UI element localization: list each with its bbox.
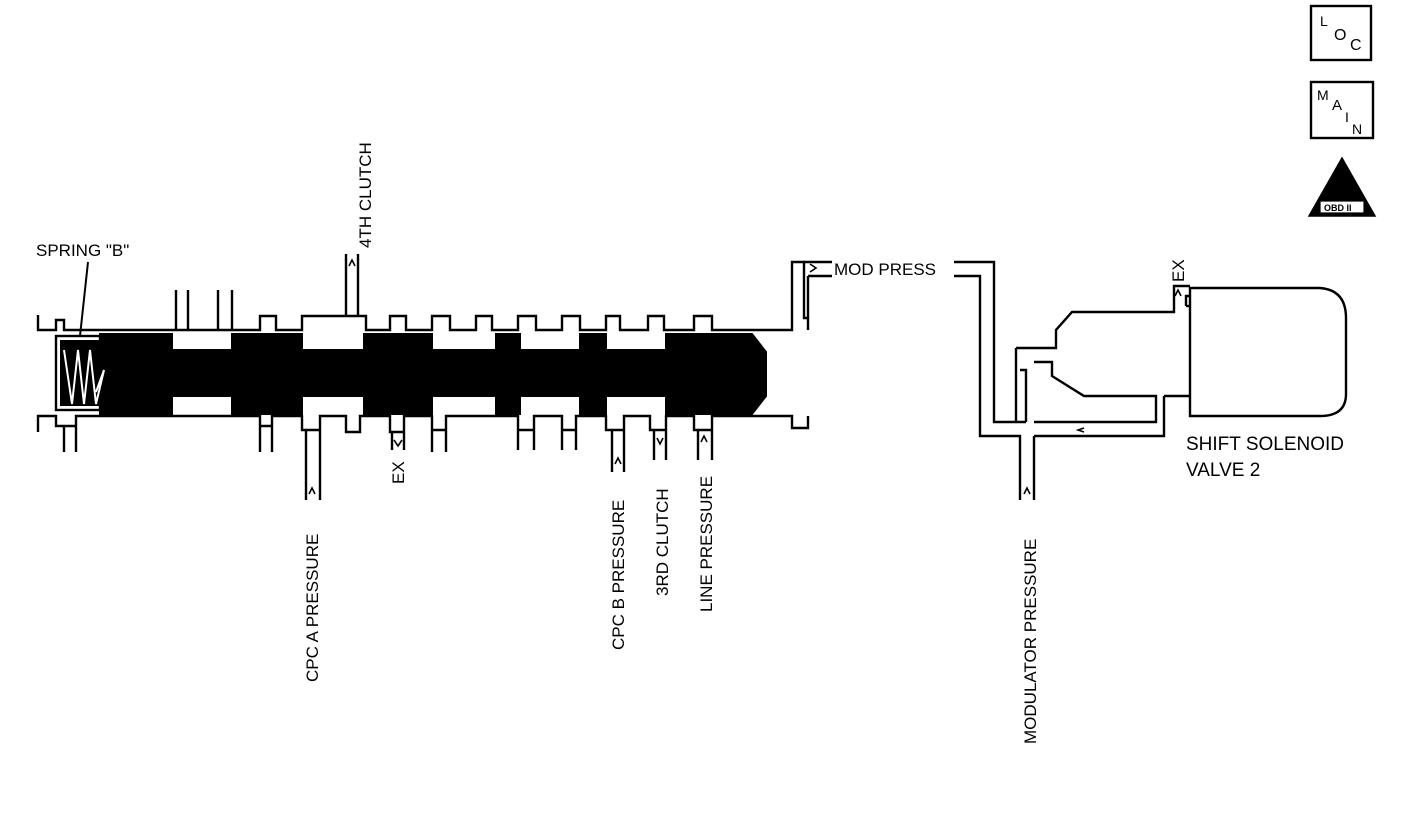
svg-text:O: O <box>1334 27 1346 44</box>
flow-arrows <box>308 258 1182 495</box>
svg-text:L: L <box>1320 13 1328 29</box>
main-icon[interactable]: M A I N <box>1309 80 1375 140</box>
svg-text:II: II <box>1332 179 1341 198</box>
svg-text:OBD II: OBD II <box>1324 203 1352 213</box>
svg-text:I: I <box>1345 109 1349 125</box>
obd-ii-icon[interactable]: II OBD II <box>1307 156 1377 217</box>
label-ex-top: EX <box>1169 259 1188 282</box>
label-cpc-a-pressure: CPC A PRESSURE <box>303 534 322 682</box>
loc-icon[interactable]: L O C <box>1309 4 1373 62</box>
svg-text:A: A <box>1332 97 1342 114</box>
label-solenoid-line-1: SHIFT SOLENOID <box>1186 434 1344 455</box>
diagram-labels: SPRING "B" 4TH CLUTCH MOD PRESS EX EX CP… <box>36 142 1344 744</box>
spring-b <box>60 261 105 406</box>
label-mod-press: MOD PRESS <box>834 260 936 279</box>
label-3rd-clutch: 3RD CLUTCH <box>653 488 672 596</box>
label-solenoid-line-2: VALVE 2 <box>1186 460 1260 481</box>
label-4th-clutch: 4TH CLUTCH <box>356 142 375 248</box>
valve-spool <box>99 333 767 415</box>
label-modulator-pressure: MODULATOR PRESSURE <box>1021 539 1040 744</box>
label-cpc-b-pressure: CPC B PRESSURE <box>609 500 628 650</box>
label-spring-b: SPRING "B" <box>36 241 129 260</box>
label-line-pressure: LINE PRESSURE <box>697 476 716 612</box>
svg-text:N: N <box>1352 121 1362 137</box>
mod-press-passage <box>804 260 1036 500</box>
label-ex-bottom: EX <box>389 461 408 484</box>
svg-text:M: M <box>1317 87 1329 103</box>
shift-solenoid-valve-2 <box>1014 284 1348 438</box>
svg-text:C: C <box>1350 37 1362 54</box>
